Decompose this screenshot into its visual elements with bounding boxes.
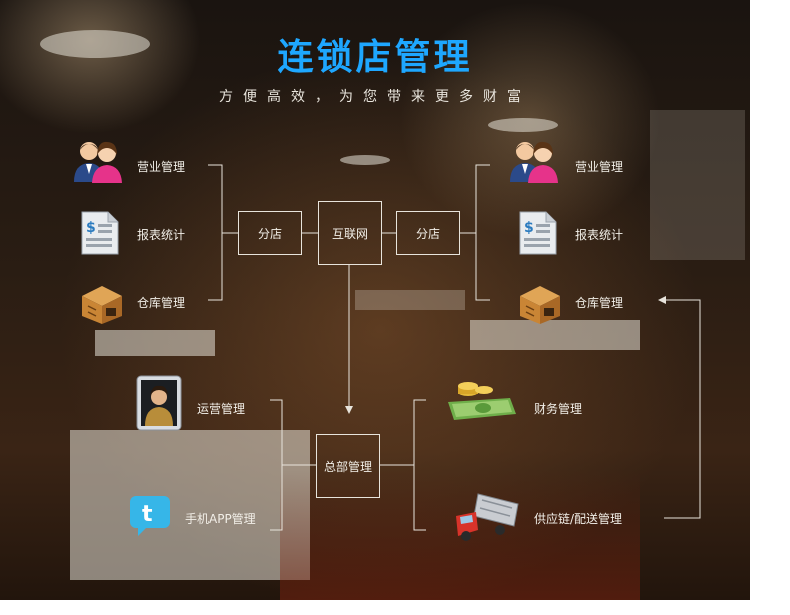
- ceiling-lamp-left: [40, 30, 150, 58]
- report-document-icon: $: [80, 210, 120, 260]
- left-warehouse-label: 仓库管理: [137, 296, 186, 310]
- left-report-label: 报表统计: [137, 228, 186, 242]
- right-bracket-line: [475, 164, 490, 301]
- right-warehouse-label: 仓库管理: [575, 296, 624, 310]
- headquarters-box: 总部管理: [316, 434, 380, 498]
- window-frame-right: [650, 110, 745, 260]
- dining-table-front: [70, 430, 310, 580]
- left-business-label: 营业管理: [137, 160, 186, 174]
- operator-person-icon: [136, 375, 182, 435]
- bottom-right-bracket-line: [413, 399, 426, 531]
- warehouse-box-icon: [518, 284, 562, 328]
- arrow-left-head: [658, 296, 666, 304]
- report-document-icon: $: [518, 210, 558, 260]
- svg-text:$: $: [524, 220, 534, 236]
- connector-lines: [208, 164, 701, 531]
- delivery-truck-icon: [452, 490, 522, 550]
- left-branch-box: 分店: [238, 211, 302, 255]
- people-icon: [72, 140, 124, 188]
- operations-label: 运营管理: [197, 402, 246, 416]
- return-loop-line: [662, 299, 701, 519]
- diagram-canvas: 连锁店管理 方便高效，为您带来更多财富 营业管理 $ 报表统计: [0, 0, 750, 600]
- mobile-app-label: 手机APP管理: [185, 512, 256, 526]
- supply-chain-label: 供应链/配送管理: [534, 512, 623, 526]
- left-bracket-line: [208, 164, 223, 301]
- finance-label: 财务管理: [534, 402, 583, 416]
- right-report-label: 报表统计: [575, 228, 624, 242]
- dining-table-mid: [355, 290, 465, 310]
- right-branch-box: 分店: [396, 211, 460, 255]
- arrow-down-head: [345, 406, 353, 414]
- money-icon: [446, 380, 518, 426]
- people-icon: [508, 140, 560, 188]
- warehouse-box-icon: [80, 284, 124, 328]
- dining-table-left: [95, 330, 215, 356]
- page-title: 连锁店管理: [277, 37, 473, 78]
- svg-text:t: t: [142, 502, 153, 527]
- mobile-app-icon: t: [128, 494, 172, 540]
- right-business-label: 营业管理: [575, 160, 624, 174]
- dining-table-right: [470, 320, 640, 350]
- ceiling-lamp-right: [488, 118, 558, 132]
- page-subtitle: 方便高效，为您带来更多财富: [219, 89, 531, 105]
- bottom-left-bracket-line: [270, 399, 283, 531]
- ceiling-lamp-far: [340, 155, 390, 165]
- internet-box: 互联网: [318, 201, 382, 265]
- svg-text:$: $: [86, 220, 96, 236]
